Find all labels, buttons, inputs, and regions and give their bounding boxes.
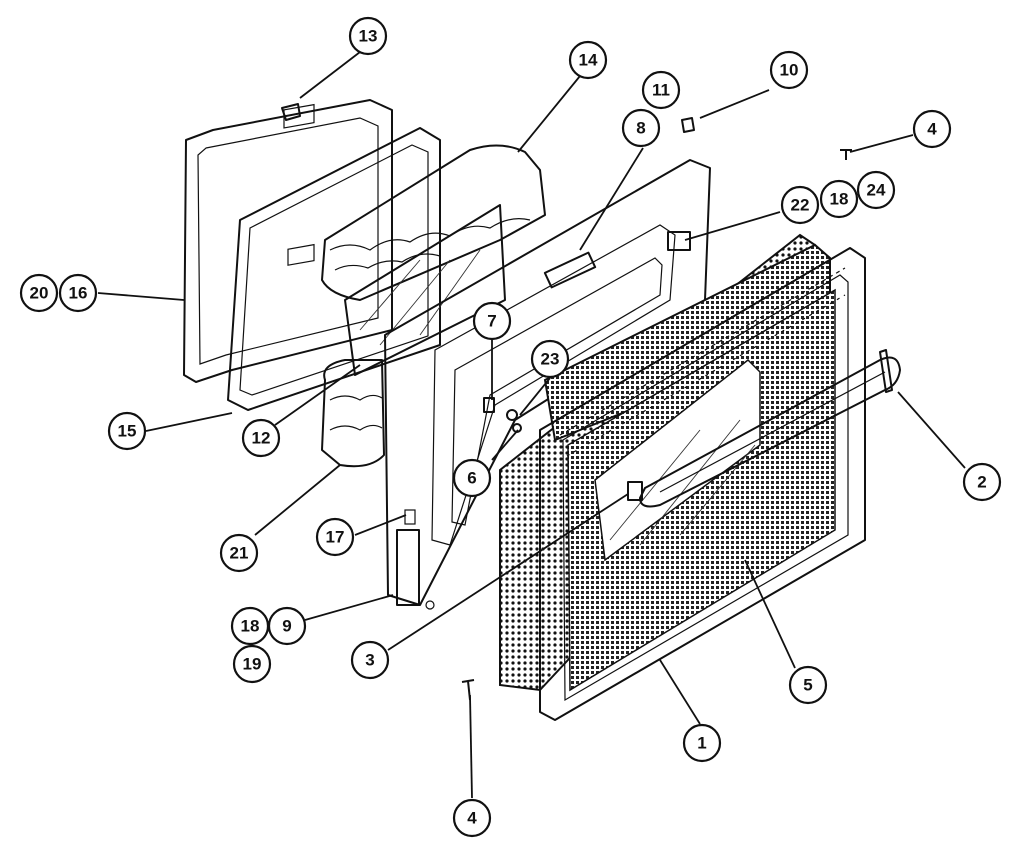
clip-13 — [281, 103, 301, 121]
callout-20: 20 — [19, 273, 59, 313]
svg-text:17: 17 — [326, 528, 345, 547]
svg-text:13: 13 — [359, 27, 378, 46]
callout-8: 8 — [621, 108, 661, 148]
callout-16: 16 — [58, 273, 98, 313]
callout-10: 10 — [769, 50, 809, 90]
callout-2: 2 — [962, 462, 1002, 502]
svg-text:19: 19 — [243, 655, 262, 674]
svg-text:9: 9 — [282, 617, 291, 636]
svg-text:21: 21 — [230, 544, 249, 563]
svg-text:11: 11 — [652, 81, 670, 100]
svg-text:4: 4 — [467, 809, 477, 828]
svg-text:22: 22 — [791, 196, 810, 215]
callout-14: 14 — [568, 40, 608, 80]
leader-lines — [97, 51, 966, 799]
callout-4-bottom: 4 — [452, 798, 492, 838]
callout-9: 9 — [267, 606, 307, 646]
screw-top-4 — [840, 149, 852, 160]
svg-text:16: 16 — [69, 284, 88, 303]
handle-spacer-7 — [483, 397, 495, 413]
handle-screw-23 — [506, 409, 518, 421]
callout-18-top: 18 — [819, 179, 859, 219]
insulation-top — [321, 144, 546, 301]
screw-bottom-4 — [461, 679, 475, 701]
svg-text:5: 5 — [803, 676, 812, 695]
callout-3: 3 — [350, 640, 390, 680]
plug-10 — [681, 117, 695, 133]
svg-text:7: 7 — [487, 312, 496, 331]
callout-12: 12 — [241, 418, 281, 458]
callout-4-top: 4 — [912, 109, 952, 149]
callout-19: 19 — [232, 644, 272, 684]
svg-text:1: 1 — [697, 734, 706, 753]
svg-text:8: 8 — [636, 119, 645, 138]
callout-22: 22 — [780, 185, 820, 225]
callout-13: 13 — [348, 16, 388, 56]
svg-text:10: 10 — [780, 61, 799, 80]
svg-text:18: 18 — [830, 190, 849, 209]
callout-18-bottom: 18 — [230, 606, 270, 646]
svg-text:20: 20 — [30, 284, 49, 303]
callout-21: 21 — [219, 533, 259, 573]
door-handle — [639, 349, 901, 508]
callout-17: 17 — [315, 517, 355, 557]
handle-bracket — [627, 481, 643, 501]
callout-23: 23 — [530, 339, 570, 379]
inner-glass — [344, 204, 506, 376]
callout-15: 15 — [107, 411, 147, 451]
svg-text:15: 15 — [118, 422, 137, 441]
callout-7: 7 — [472, 301, 512, 341]
callout-11: 11 — [641, 70, 681, 110]
svg-text:3: 3 — [365, 651, 374, 670]
svg-text:14: 14 — [579, 51, 598, 70]
svg-text:6: 6 — [467, 469, 476, 488]
svg-text:23: 23 — [541, 350, 560, 369]
insulation-bottom — [321, 359, 385, 468]
callout-6: 6 — [452, 458, 492, 498]
outer-door-frame — [539, 247, 866, 721]
callout-24: 24 — [856, 170, 896, 210]
door-gasket-frame — [227, 127, 441, 411]
callout-5: 5 — [788, 665, 828, 705]
svg-text:4: 4 — [927, 120, 937, 139]
callout-1: 1 — [682, 723, 722, 763]
svg-text:24: 24 — [867, 181, 886, 200]
svg-text:18: 18 — [241, 617, 260, 636]
svg-text:2: 2 — [977, 473, 986, 492]
svg-text:12: 12 — [252, 429, 271, 448]
inner-door-liner — [183, 99, 393, 383]
